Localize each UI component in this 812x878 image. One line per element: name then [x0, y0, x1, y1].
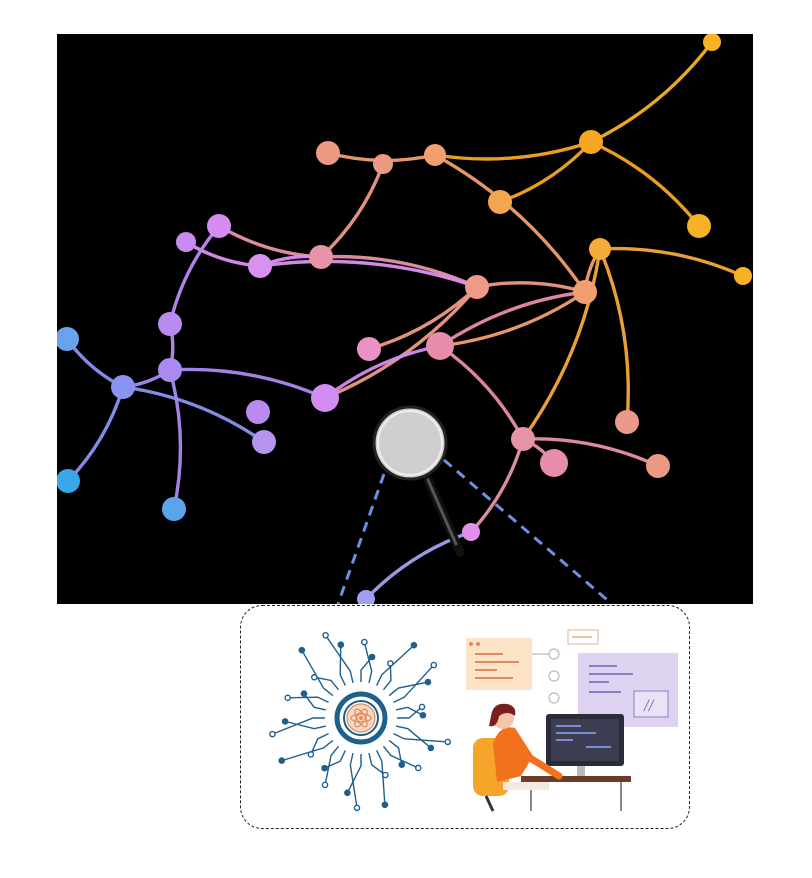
network-edge [521, 437, 660, 468]
svg-text://: // [642, 698, 655, 714]
network-node [162, 497, 186, 521]
network-node [462, 523, 480, 541]
network-edge [589, 140, 701, 228]
network-edge [598, 247, 630, 424]
magnifier-icon [372, 405, 465, 557]
detail-illustrations: // [269, 629, 678, 812]
network-edge [323, 344, 442, 400]
zoom-detail-box: // [240, 605, 690, 829]
network-node [111, 375, 135, 399]
network-node [426, 332, 454, 360]
network-node [57, 469, 80, 493]
network-node [465, 275, 489, 299]
network-node [703, 34, 721, 51]
network-node [424, 144, 446, 166]
network-node [248, 254, 272, 278]
developer-illustration: // [466, 629, 678, 812]
network-node [158, 358, 182, 382]
network-edge [168, 368, 183, 511]
network-node [579, 130, 603, 154]
network-node [373, 154, 393, 174]
network-graph-panel [57, 34, 753, 604]
network-node [176, 232, 196, 252]
network-node [646, 454, 670, 478]
network-edge [521, 247, 602, 441]
network-node [734, 267, 752, 285]
network-edge [589, 40, 714, 144]
network-node [511, 427, 535, 451]
network-node [246, 400, 270, 424]
network-node [57, 327, 79, 351]
network-node [573, 280, 597, 304]
network-node [311, 384, 339, 412]
circuit-chip-icon [269, 631, 452, 812]
network-edge [598, 246, 745, 278]
network-nodes [57, 34, 752, 604]
network-edge [438, 290, 587, 348]
network-node [687, 214, 711, 238]
zoom-connector-left [336, 473, 386, 605]
network-edge [319, 162, 385, 259]
network-edge [323, 285, 479, 400]
network-node [357, 590, 375, 604]
network-node [309, 245, 333, 269]
network-node [615, 410, 639, 434]
developer-body [493, 727, 533, 782]
network-node [158, 312, 182, 336]
network-edge [438, 344, 525, 441]
network-node [252, 430, 276, 454]
network-edge [438, 290, 587, 348]
network-edge [367, 285, 479, 351]
network-edge [258, 259, 479, 289]
network-node [589, 238, 611, 260]
network-edge [433, 153, 587, 294]
network-node [540, 449, 568, 477]
zoom-connector-right [443, 458, 613, 606]
network-node [207, 214, 231, 238]
network-node [316, 141, 340, 165]
network-edge [121, 385, 266, 444]
network-edge [433, 140, 593, 161]
network-node [488, 190, 512, 214]
network-node [357, 337, 381, 361]
network-edge [168, 367, 327, 400]
code-panel-left [466, 638, 532, 690]
